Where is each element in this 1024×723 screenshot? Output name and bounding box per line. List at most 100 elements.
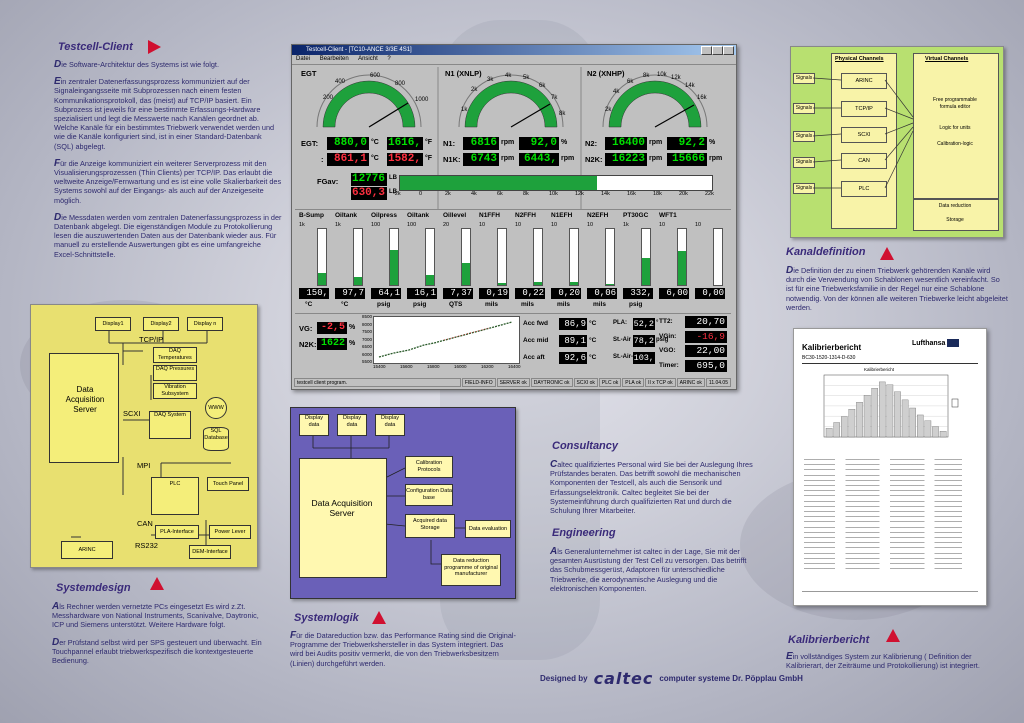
bar-gauge-track xyxy=(713,228,723,286)
systemlogik-title: Systemlogik xyxy=(294,612,359,624)
window-title: Testcell-Client - [TC10-ANCE 3/3E 4S1] xyxy=(306,47,412,53)
menu-help[interactable]: ? xyxy=(387,56,391,62)
n1-tick-7k: 7k xyxy=(551,95,558,101)
n2k-value-rpm: 16223 xyxy=(605,153,647,166)
bar-gauge-value: 97,7 xyxy=(335,288,365,299)
systemdesign-p2: Der Prüfstand selbst wird per SPS gesteu… xyxy=(52,636,262,666)
data-reduction-programme-box: Data reduction programme of original man… xyxy=(441,554,501,586)
systemdesign-title: Systemdesign xyxy=(56,582,131,594)
kalib-table-row xyxy=(804,500,976,502)
kalib-table-row xyxy=(804,552,976,554)
trend-ytick: 6500 xyxy=(361,344,372,349)
minimize-button[interactable] xyxy=(701,46,712,55)
bar-gauge-top: 100 xyxy=(371,222,381,228)
dem-interface-box: DEM-Interface xyxy=(189,545,231,559)
kalib-title: Kalibrierbericht xyxy=(788,634,870,646)
bar-gauge-fill xyxy=(426,274,434,285)
status-cell: PLC ok xyxy=(598,378,622,387)
n1k-value-rpm: 6743 xyxy=(463,153,499,166)
displayn-box: Display n xyxy=(187,317,223,331)
systemdesign-text: Als Rechner werden vernetzte PCs eingese… xyxy=(52,602,262,673)
testcell-text: Die Software-Architektur des Systems ist… xyxy=(54,60,282,267)
bar-gauge-track xyxy=(533,228,543,286)
daq-system-label: DAQ System xyxy=(154,412,186,418)
consultancy-title: Consultancy xyxy=(552,440,619,452)
kalib-chart-bar xyxy=(871,388,878,438)
calibration-protocols-box: Calibration Protocols xyxy=(405,456,453,478)
acc-label: Acc aft xyxy=(523,354,545,361)
acc-label: Acc mid xyxy=(523,337,549,344)
bar-gauge-value: 150, xyxy=(299,288,329,299)
bar-gauge-top: 10 xyxy=(551,222,558,228)
maximize-button[interactable] xyxy=(712,46,723,55)
right-value: 695,0 xyxy=(685,359,727,372)
bar-gauge-unit: °C xyxy=(305,301,313,308)
status-cell: PLA ok xyxy=(622,378,645,387)
pla-interface-box: PLA-Interface xyxy=(155,525,199,539)
trend-ytick: 6000 xyxy=(361,351,372,357)
kalibrier-document: Kalibrierbericht Lufthansa BC30-1520-131… xyxy=(793,328,987,606)
vg-unit: % xyxy=(349,324,356,331)
data-evaluation-box: Data evaluation xyxy=(465,520,511,538)
www-circle: WWW xyxy=(205,397,227,419)
n2k-label: N2K: xyxy=(299,340,317,349)
fgav-tick: -2k xyxy=(393,191,401,197)
menu-ansicht[interactable]: Ansicht xyxy=(358,56,378,62)
right-label: Timer: xyxy=(659,361,679,369)
n2-tick-6k: 6k xyxy=(627,79,634,85)
daq-temperatures-box: DAQ Temperatures xyxy=(153,347,197,363)
menu-datei[interactable]: Datei xyxy=(296,56,311,62)
bar-gauge-unit: mils xyxy=(521,301,535,308)
acc-value: 89,1 xyxy=(559,335,587,347)
n2k-unit-rpm: rpm xyxy=(649,155,663,162)
physical-channels-label: Physical Channels xyxy=(835,56,884,62)
display-data-1: Display data xyxy=(299,414,329,436)
das-box xyxy=(49,353,119,463)
channel-arinc: ARINC xyxy=(841,73,887,89)
egt-unit-c: °C xyxy=(371,139,379,146)
egt-row2-label: : xyxy=(321,155,324,164)
bar-gauge-unit: psig xyxy=(629,301,643,308)
pla-unit: ° xyxy=(656,320,659,326)
bar-gauge-fill xyxy=(606,283,614,285)
menu-bearbeiten[interactable]: Bearbeiten xyxy=(319,56,349,62)
pla-unit: psig xyxy=(656,337,669,343)
fgav-tick: 4k xyxy=(471,191,477,197)
acquired-data-box: Acquired data Storage xyxy=(405,514,455,538)
bar-gauge-fill xyxy=(318,272,326,285)
vibration-box: Vibration Subsystem xyxy=(153,383,197,399)
das-box-logic xyxy=(299,458,387,578)
bar-gauge-name: B-Sump xyxy=(299,212,324,219)
egt-value-c2: 861,1 xyxy=(327,153,369,166)
bar-gauge-track xyxy=(353,228,363,286)
fgav-tick: 8k xyxy=(523,191,529,197)
close-button[interactable] xyxy=(723,46,734,55)
bar-gauge-unit: °C xyxy=(341,301,349,308)
kanal-paragraph: Die Definition der zu einem Triebwerk ge… xyxy=(786,265,1008,312)
egt-tick-400: 400 xyxy=(335,79,346,85)
kalib-table-row xyxy=(804,542,976,544)
trend-xtick: 15400 xyxy=(373,364,386,369)
kalib-chart-legend xyxy=(951,398,959,408)
footer-rest: computer systeme Dr. Pöpplau GmbH xyxy=(659,673,803,683)
kalib-chart-bar xyxy=(841,416,848,438)
virtual-text-1: Free programmable formula editor xyxy=(933,97,977,110)
power-lever-box: Power Lever xyxy=(209,525,251,539)
bar-gauge-track xyxy=(461,228,471,286)
bar-gauge-value: 0,06 xyxy=(587,288,617,299)
bar-gauge-name: N2EFH xyxy=(587,212,609,219)
bar-gauge-value: 7,37 xyxy=(443,288,473,299)
n1-unit-pct: % xyxy=(561,139,568,146)
pla-value: 78,2 xyxy=(633,335,655,347)
systemlogik-arrow-icon xyxy=(372,611,386,624)
tcpip-label: TCP/IP xyxy=(139,335,164,344)
trend-ytick: 7500 xyxy=(361,329,372,334)
bar-gauge-fill xyxy=(390,250,398,285)
kalib-chart-bar xyxy=(856,402,863,438)
kalibrier-table xyxy=(804,459,976,579)
fgav-bar-track xyxy=(399,175,713,191)
kalib-chart-bar xyxy=(901,399,909,438)
kalib-table-row xyxy=(804,563,976,564)
